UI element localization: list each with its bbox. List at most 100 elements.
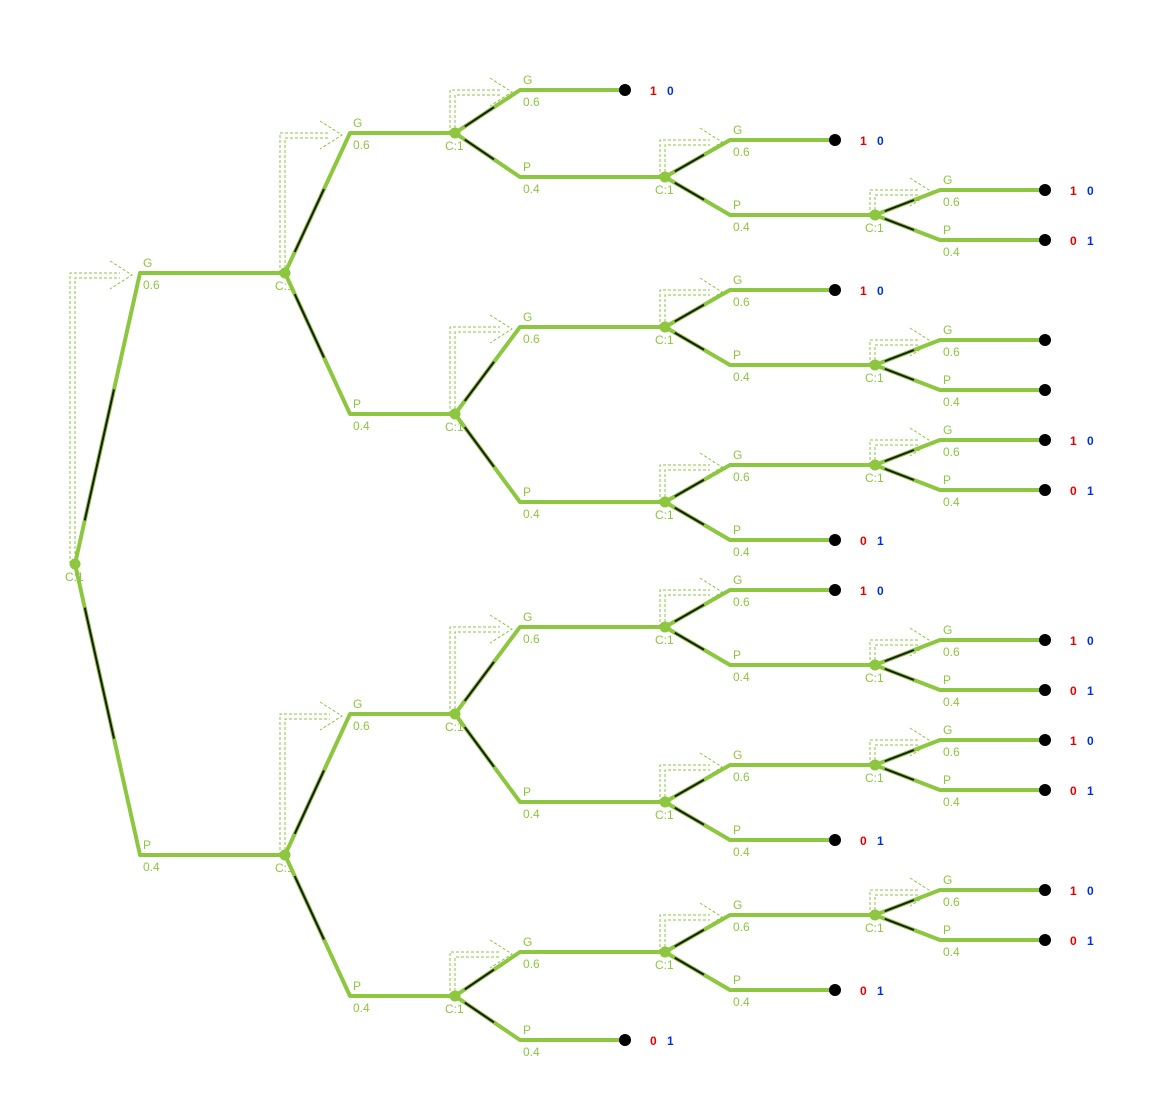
outcome-poor-label-n2: P	[143, 838, 151, 852]
chance-node-label-n3: C:1	[445, 139, 464, 153]
branch-poor-n6	[283, 853, 457, 998]
probability-label-n7: 0.4	[523, 182, 540, 196]
payoff-b-t16: 1	[1087, 684, 1094, 698]
branch-highlight-n16	[674, 631, 705, 651]
terminal-node-t6	[829, 584, 841, 596]
payoff-b-t14: 1	[1087, 484, 1094, 498]
terminal-node-t19	[1039, 884, 1051, 896]
probability-label-n11: 0.4	[523, 807, 540, 821]
chance-node-n0	[69, 558, 81, 570]
outcome-good-label-t11: G	[943, 323, 952, 337]
outcome-good-label-t17: G	[943, 723, 952, 737]
flow-indicator-t4	[659, 277, 723, 327]
probability-label-t12: 0.4	[943, 395, 960, 409]
outcome-poor-label-t10: P	[943, 223, 951, 237]
payoff-b-t15: 0	[1087, 634, 1094, 648]
terminal-node-t1	[619, 84, 631, 96]
chance-node-n10	[659, 621, 671, 633]
flow-indicator-n8	[449, 314, 513, 414]
chance-node-label-n9: C:1	[655, 508, 674, 522]
chance-node-label-n14: C:1	[865, 371, 884, 385]
branch-highlight-t10	[884, 217, 915, 231]
terminal-node-t7	[829, 834, 841, 846]
probability-label-t10: 0.4	[943, 245, 960, 259]
branch-highlight-t2	[464, 1001, 495, 1024]
chance-node-label-n10: C:1	[655, 633, 674, 647]
outcome-poor-label-n4: P	[353, 397, 361, 411]
branches	[73, 88, 1047, 1042]
probability-label-n6: 0.4	[353, 1001, 370, 1015]
outcome-good-label-n3: G	[353, 116, 362, 130]
probability-label-n4: 0.4	[353, 419, 370, 433]
branch-highlight-t20	[884, 917, 915, 931]
branch-highlight-n3	[293, 188, 325, 253]
terminal-node-t10	[1039, 234, 1051, 246]
payoff-b-t13: 0	[1087, 434, 1094, 448]
probability-label-t4: 0.6	[733, 295, 750, 309]
probability-label-n15: 0.6	[733, 470, 750, 484]
branch-poor-t5	[663, 500, 837, 542]
chance-node-label-n5: C:1	[445, 720, 464, 734]
outcome-poor-label-t7: P	[733, 823, 741, 837]
branch-highlight-n1	[83, 389, 115, 521]
probability-label-n2: 0.4	[143, 860, 160, 874]
payoff-b-t18: 1	[1087, 784, 1094, 798]
payoff-a-t14: 0	[1070, 484, 1077, 498]
outcome-good-label-t3: G	[733, 123, 742, 137]
payoff-a-t10: 0	[1070, 234, 1077, 248]
payoff-b-t8: 1	[877, 984, 884, 998]
payoff-a-t7: 0	[860, 834, 867, 848]
payoff-b-t17: 0	[1087, 734, 1094, 748]
branch-poor-t10	[873, 213, 1047, 242]
labels: G0.6P0.4G0.6P0.4G0.6P0.4G0.6P0.4G0.6P0.4…	[65, 73, 1094, 1059]
payoff-b-t6: 0	[877, 584, 884, 598]
chance-node-n8	[659, 321, 671, 333]
chance-node-n1	[279, 267, 291, 279]
outcome-good-label-t6: G	[733, 573, 742, 587]
outcome-poor-label-n7: P	[523, 160, 531, 174]
branch-highlight-n7	[464, 138, 495, 161]
chance-node-n14	[869, 359, 881, 371]
outcome-good-label-t13: G	[943, 423, 952, 437]
branch-good-t17	[873, 738, 1047, 767]
chance-node-n16	[869, 659, 881, 671]
branch-highlight-t11	[884, 349, 915, 363]
probability-label-n14: 0.4	[733, 370, 750, 384]
branch-highlight-t15	[884, 649, 915, 663]
branch-good-t3	[663, 138, 837, 179]
probability-label-t9: 0.6	[943, 195, 960, 209]
probability-label-n1: 0.6	[143, 278, 160, 292]
branch-highlight-n18	[674, 928, 705, 948]
terminal-node-t12	[1039, 384, 1051, 396]
probability-label-n17: 0.6	[733, 770, 750, 784]
terminal-node-t16	[1039, 684, 1051, 696]
terminal-node-t13	[1039, 434, 1051, 446]
terminal-node-t4	[829, 284, 841, 296]
probability-label-t18: 0.4	[943, 795, 960, 809]
payoff-a-t19: 1	[1070, 884, 1077, 898]
outcome-good-label-n5: G	[353, 697, 362, 711]
payoff-b-t5: 1	[877, 534, 884, 548]
outcome-poor-label-n14: P	[733, 348, 741, 362]
chance-node-label-n6: C:1	[445, 1002, 464, 1016]
payoff-a-t20: 0	[1070, 934, 1077, 948]
outcome-good-label-t15: G	[943, 623, 952, 637]
terminal-node-t20	[1039, 934, 1051, 946]
chance-node-label-n12: C:1	[655, 958, 674, 972]
outcome-poor-label-n13: P	[733, 198, 741, 212]
payoff-b-t9: 0	[1087, 184, 1094, 198]
branch-highlight-n5	[293, 769, 325, 835]
outcome-good-label-t4: G	[733, 273, 742, 287]
branch-highlight-t17	[884, 749, 915, 763]
probability-label-n10: 0.6	[523, 632, 540, 646]
branch-highlight-n10	[463, 661, 495, 702]
payoff-b-t7: 1	[877, 834, 884, 848]
payoff-b-t4: 0	[877, 284, 884, 298]
flow-indicator-n18	[659, 902, 723, 952]
probability-label-n5: 0.6	[353, 719, 370, 733]
branch-highlight-n13	[674, 181, 705, 201]
probability-label-t13: 0.6	[943, 445, 960, 459]
probability-label-t20: 0.4	[943, 945, 960, 959]
branch-highlight-t14	[884, 467, 915, 481]
outcome-poor-label-n9: P	[523, 485, 531, 499]
